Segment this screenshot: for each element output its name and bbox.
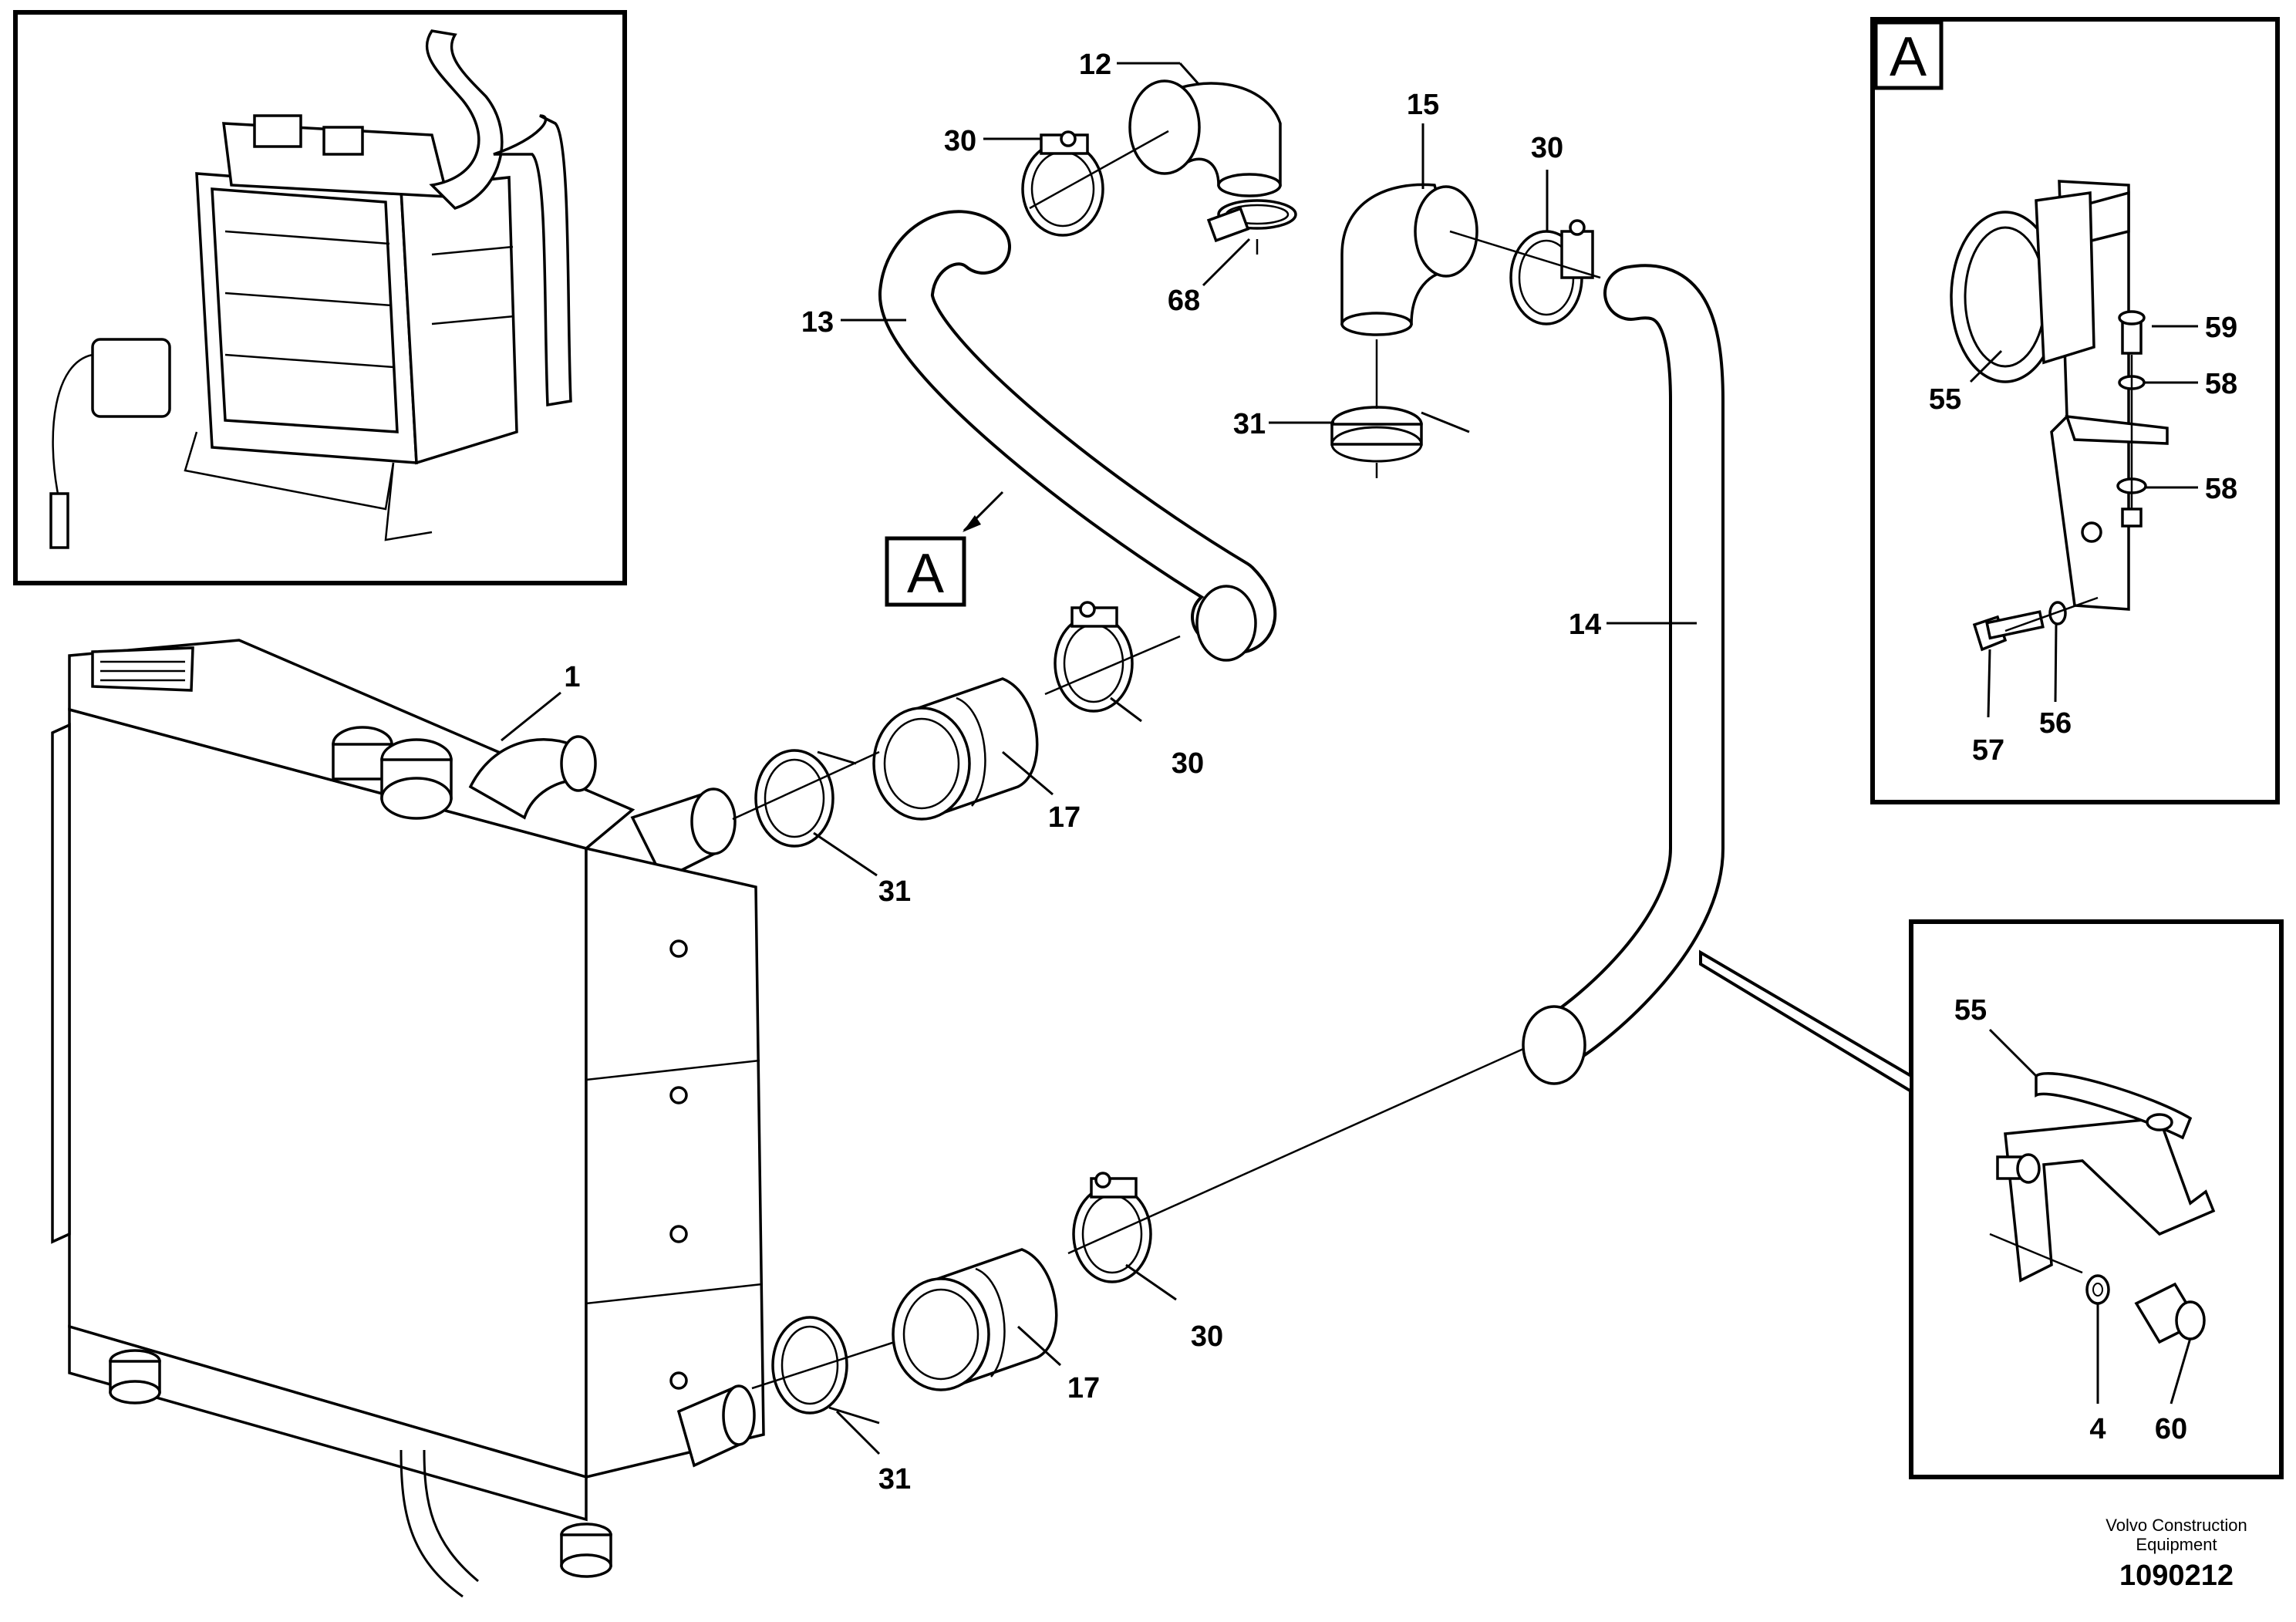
label-60: 60 [2155,1413,2187,1445]
clamp-68 [1206,199,1297,255]
company-line-1: Volvo Construction [2106,1516,2247,1535]
hose-14 [1522,264,1725,1085]
company-line-2: Equipment [2136,1535,2217,1554]
label-1: 1 [564,661,580,693]
label-14: 14 [1569,609,1601,641]
label-68: 68 [1168,285,1200,317]
label-59: 59 [2205,312,2237,344]
part-labels: 12 30 13 68 15 30 31 14 1 30 17 31 30 17… [564,49,2237,1496]
clamp-30-top [1021,130,1104,237]
drawing-footer: Volvo Construction Equipment 1090212 [2106,1516,2247,1592]
drawing-number: 1090212 [2119,1560,2234,1592]
label-30-right: 30 [1531,132,1563,164]
label-17-lower: 17 [1067,1372,1100,1404]
label-57: 57 [1972,734,2004,767]
label-55-detail-a: 55 [1929,383,1961,416]
label-31-top: 31 [1233,408,1266,440]
clamp-30-right [1509,219,1594,325]
sleeve-17-upper [872,677,1039,821]
clamp-30-mid [1054,601,1134,713]
label-17-upper: 17 [1048,801,1081,834]
clamp-31-top [1330,406,1470,463]
engine-cooling-overview-icon [49,29,572,549]
hose-13 [878,210,1277,662]
sleeve-17-lower [892,1248,1058,1391]
detail-a-box: A [1870,17,2280,804]
label-13: 13 [801,306,834,339]
label-12: 12 [1079,49,1111,81]
detail-a-title: A [1890,26,1927,88]
label-31-lower: 31 [878,1463,911,1496]
clamp-31-lower [771,1316,880,1425]
overview-inset [13,10,627,585]
view-marker-a-text: A [907,543,944,605]
clamp-31-mid [754,749,857,848]
label-55-detail-b: 55 [1954,994,1987,1027]
clamp-30-lower [1072,1172,1152,1283]
label-30-top: 30 [944,125,976,157]
label-56: 56 [2039,707,2072,740]
label-58-lower: 58 [2205,473,2237,505]
label-30-mid: 30 [1172,747,1204,780]
detail-bracket-box [1699,919,2284,1479]
label-4: 4 [2089,1413,2106,1445]
radiator-assembly-icon [51,639,765,1598]
view-marker-a: A [885,491,1004,607]
label-58-upper: 58 [2205,368,2237,400]
leader-lines [501,62,2198,1455]
label-15: 15 [1407,89,1439,121]
label-31-mid: 31 [878,875,911,908]
elbow-15 [1340,183,1478,336]
assembly-axis-lines [732,130,1601,1390]
label-30-lower: 30 [1191,1320,1223,1353]
elbow-12 [1128,79,1282,197]
